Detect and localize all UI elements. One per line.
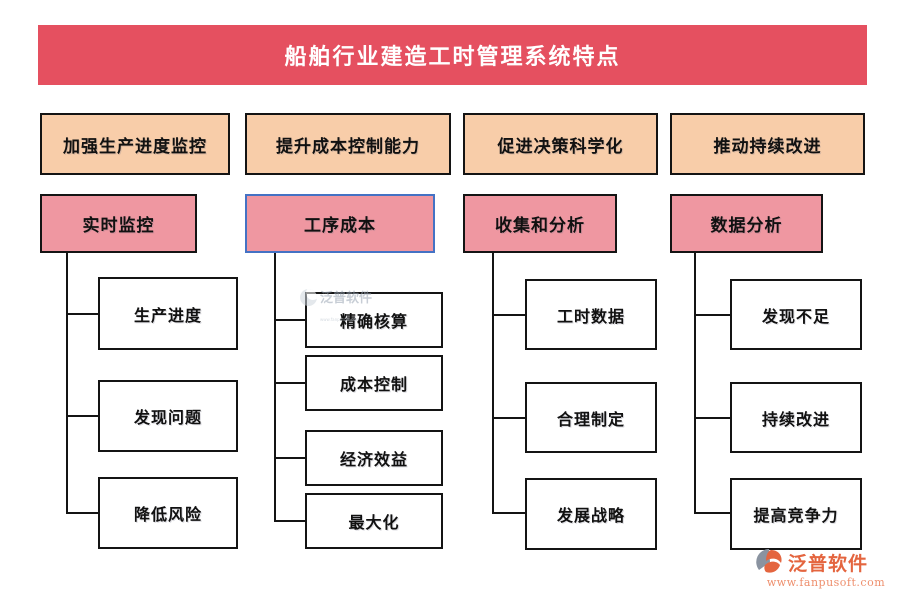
brand-icon: [756, 548, 784, 576]
column2-header-label: 提升成本控制能力: [276, 136, 420, 157]
column4-header-box: 推动持续改进: [670, 113, 865, 175]
column4-header-label: 推动持续改进: [713, 136, 822, 157]
column4-leaf1-box: 发现不足: [730, 279, 862, 350]
column2-leaf4-box: 最大化: [305, 493, 443, 549]
column4-leaf3-box: 提高竞争力: [730, 478, 862, 550]
column2-subnode-box-selected: 工序成本: [245, 194, 435, 253]
column1-leaf3-label: 降低风险: [133, 505, 202, 524]
column3-leaf2-label: 合理制定: [556, 409, 625, 429]
column2-trunk-connector: [274, 253, 276, 522]
column4-branch1-connector: [694, 314, 730, 316]
column3-header-box: 促进决策科学化: [463, 113, 658, 175]
column4-branch2-connector: [694, 417, 730, 419]
column2-leaf2-label: 成本控制: [339, 375, 408, 394]
column2-leaf1-box: 精确核算: [305, 292, 443, 348]
column4-leaf2-box: 持续改进: [730, 382, 862, 453]
column2-leaf3-label: 经济效益: [339, 450, 408, 469]
column1-branch3-connector: [66, 512, 98, 514]
column1-leaf2-box: 发现问题: [98, 380, 238, 452]
column2-branch1-connector: [274, 319, 305, 321]
column2-leaf4-label: 最大化: [348, 513, 400, 532]
column3-branch1-connector: [492, 314, 525, 316]
column4-leaf1-label: 发现不足: [761, 306, 830, 326]
brand-url-text: www.fanpusoft.com: [766, 576, 886, 589]
column2-header-box: 提升成本控制能力: [245, 113, 451, 175]
column4-subnode-box: 数据分析: [670, 194, 823, 253]
column1-leaf3-box: 降低风险: [98, 477, 238, 549]
column1-leaf1-box: 生产进度: [98, 277, 238, 350]
column2-branch3-connector: [274, 457, 305, 459]
column3-leaf3-label: 发展战略: [556, 506, 625, 525]
column1-header-box: 加强生产进度监控: [40, 113, 230, 175]
brand-name-text: 泛普软件: [788, 552, 869, 575]
column3-trunk-connector: [492, 253, 494, 514]
diagram-title: 船舶行业建造工时管理系统特点: [284, 45, 621, 70]
column2-branch2-connector: [274, 382, 305, 384]
diagram-title-banner: 船舶行业建造工时管理系统特点: [38, 25, 867, 85]
column3-header-label: 促进决策科学化: [497, 136, 624, 157]
column4-trunk-connector: [694, 253, 696, 514]
column1-header-label: 加强生产进度监控: [63, 136, 207, 157]
column1-leaf1-label: 生产进度: [133, 305, 202, 325]
column4-leaf3-label: 提高竞争力: [753, 506, 839, 525]
column1-subnode-box: 实时监控: [40, 194, 197, 253]
column2-leaf3-box: 经济效益: [305, 430, 443, 486]
brand-logo: 泛普软件 www.fanpusoft.com: [756, 548, 896, 596]
column4-subnode-label: 数据分析: [710, 216, 783, 236]
column1-leaf2-label: 发现问题: [133, 408, 202, 427]
column1-branch1-connector: [66, 313, 98, 315]
column3-leaf1-label: 工时数据: [556, 306, 625, 326]
column3-subnode-label: 收集和分析: [495, 216, 585, 236]
column3-branch2-connector: [492, 417, 525, 419]
column3-leaf1-box: 工时数据: [525, 279, 657, 350]
column4-branch3-connector: [694, 512, 730, 514]
column2-subnode-label: 工序成本: [304, 216, 376, 236]
column3-branch3-connector: [492, 512, 525, 514]
column3-leaf2-box: 合理制定: [525, 382, 657, 453]
column3-leaf3-box: 发展战略: [525, 478, 657, 550]
column4-leaf2-label: 持续改进: [761, 409, 830, 429]
column3-subnode-box: 收集和分析: [463, 194, 617, 253]
column1-subnode-label: 实时监控: [82, 216, 155, 236]
column2-leaf2-box: 成本控制: [305, 355, 443, 411]
column1-trunk-connector: [66, 253, 68, 514]
column2-leaf1-label: 精确核算: [339, 312, 408, 331]
column1-branch2-connector: [66, 415, 98, 417]
column2-branch4-connector: [274, 520, 305, 522]
